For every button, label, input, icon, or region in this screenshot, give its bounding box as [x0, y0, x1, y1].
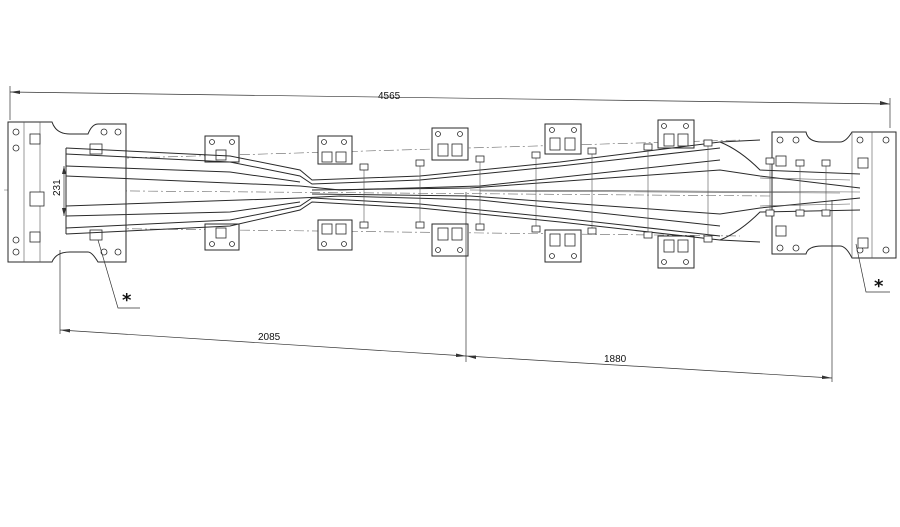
right-end-plate — [771, 131, 897, 259]
bolts — [359, 139, 831, 243]
centre-lines — [3, 139, 899, 237]
tie-plates-top — [204, 119, 695, 165]
right-asterisk: * — [874, 276, 884, 297]
right-marker-leader: * — [855, 243, 890, 297]
tie-plates-bottom — [204, 219, 695, 269]
left-marker-leader: * — [97, 239, 140, 311]
span-dimensions: 2085 1880 — [59, 192, 833, 382]
gauge-dimension: 231 — [52, 166, 66, 216]
overall-dimension: 4565 — [9, 86, 891, 128]
left-asterisk: * — [122, 290, 132, 311]
gauge-dimension-label: 231 — [52, 179, 63, 196]
right-span-label: 1880 — [604, 354, 627, 365]
left-end-plate — [7, 121, 127, 263]
overall-dimension-label: 4565 — [378, 91, 401, 102]
left-span-label: 2085 — [258, 332, 281, 343]
rail-assembly — [65, 139, 861, 243]
